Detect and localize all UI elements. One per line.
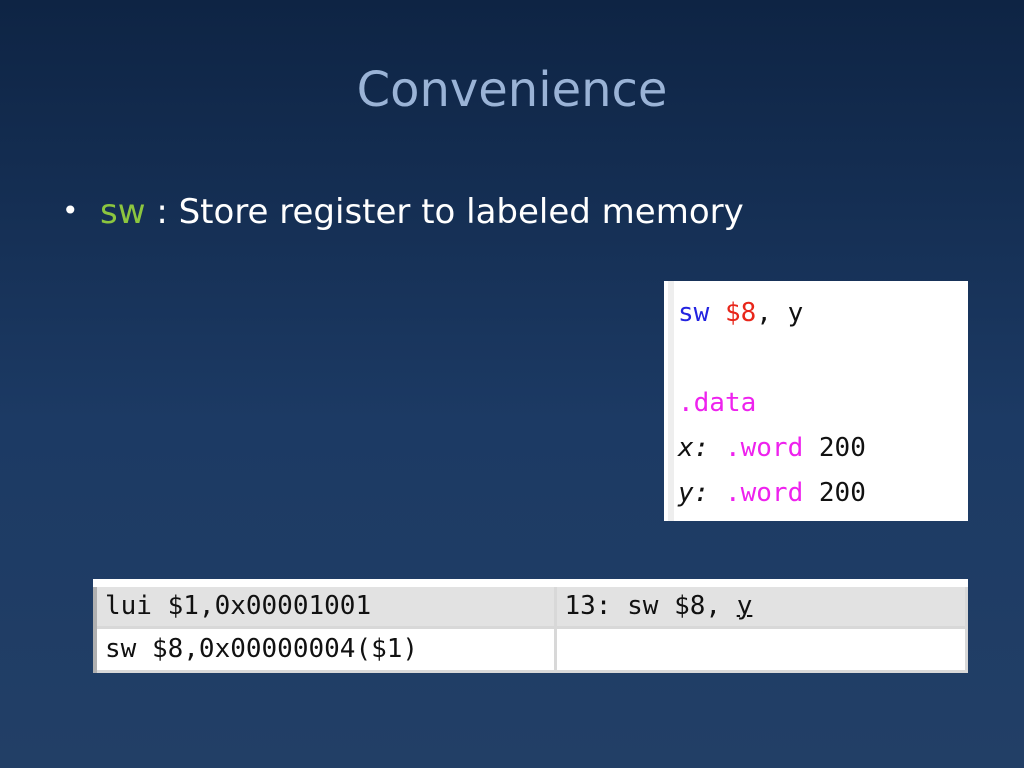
source-line-cell [553, 625, 968, 673]
bullet-item: • sw : Store register to labeled memory [62, 192, 744, 232]
assembled-code-table: lui $1,0x00001001 13: sw $8, y sw $8,0x0… [93, 579, 968, 673]
code-line-3: x: .word 200 [678, 426, 968, 471]
source-code-panel: sw $8, y .data x: .word 200 y: .word 200 [664, 281, 968, 521]
code-operand: , y [756, 298, 804, 328]
source-line-label: y [736, 591, 753, 622]
code-line-blank [678, 336, 968, 381]
code-line-1: sw $8, y [678, 291, 968, 336]
code-value: 200 [818, 478, 866, 508]
bullet-symbol: • [62, 194, 79, 227]
source-line-prefix: 13: sw $8, [564, 591, 737, 622]
code-label: y: [678, 478, 710, 508]
machine-code-cell: sw $8,0x00000004($1) [93, 625, 557, 673]
code-register: $8 [724, 298, 757, 328]
code-gutter [668, 281, 674, 521]
machine-code-cell: lui $1,0x00001001 [93, 579, 557, 629]
bullet-text: : Store register to labeled memory [145, 192, 744, 232]
code-directive: .word [724, 433, 804, 463]
code-line-4: y: .word 200 [678, 471, 968, 516]
source-line-cell: 13: sw $8, y [553, 579, 968, 629]
bullet-keyword: sw [100, 192, 146, 232]
code-line-2: .data [678, 381, 968, 426]
code-directive: .data [678, 388, 757, 418]
code-label: x: [678, 433, 710, 463]
code-value: 200 [818, 433, 866, 463]
code-op: sw [678, 298, 710, 328]
table-row: sw $8,0x00000004($1) [93, 625, 968, 673]
table-row: lui $1,0x00001001 13: sw $8, y [93, 579, 968, 629]
slide-title: Convenience [356, 62, 668, 118]
code-directive: .word [724, 478, 804, 508]
